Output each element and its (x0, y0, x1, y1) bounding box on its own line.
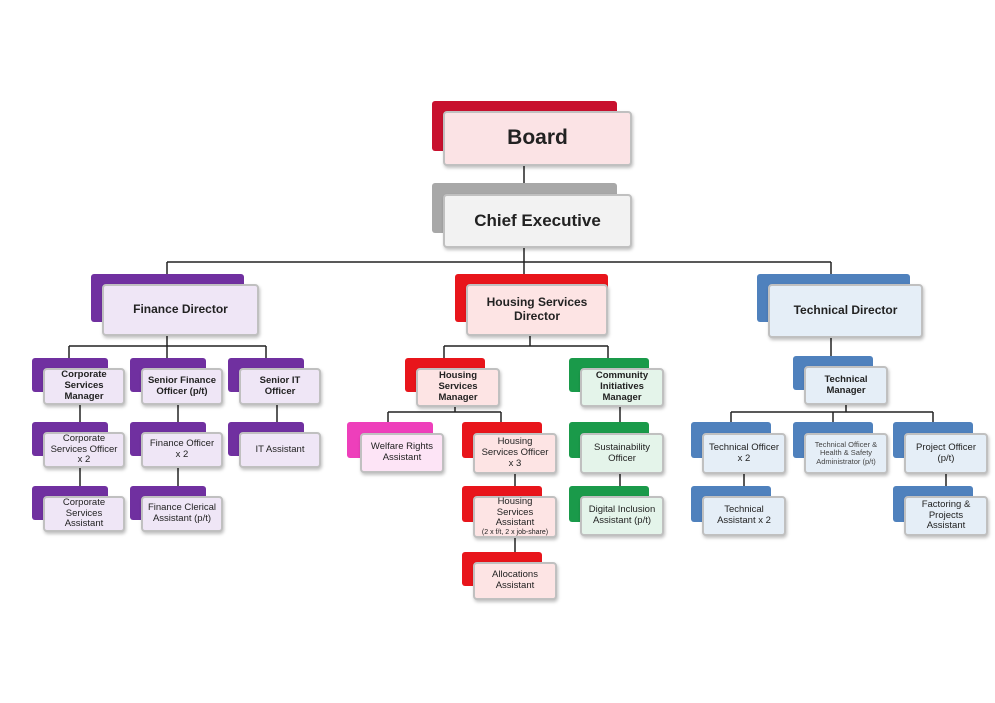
corporate-services-officer-label: Corporate Services Officer x 2 (43, 432, 125, 468)
technical-officer-label: Technical Officer x 2 (702, 433, 786, 474)
it-assistant-label: IT Assistant (239, 432, 321, 468)
technical-director-label: Technical Director (768, 284, 923, 338)
sustainability-officer-label: Sustainability Officer (580, 433, 664, 474)
finance-clerical-assistant-label: Finance Clerical Assistant (p/t) (141, 496, 223, 532)
technical-manager-label: Technical Manager (804, 366, 888, 405)
allocations-assistant-label: Allocations Assistant (473, 562, 557, 600)
housing-services-assistant-label: Housing Services Assistant (495, 495, 535, 529)
housing-services-officer-label: Housing Services Officer x 3 (473, 433, 557, 474)
senior-it-officer-label: Senior IT Officer (239, 368, 321, 405)
senior-finance-officer-label: Senior Finance Officer (p/t) (141, 368, 223, 405)
housing-services-assistant-note: (2 x f/t, 2 x job-share) (481, 529, 549, 537)
chief-executive-label: Chief Executive (443, 194, 632, 248)
technical-assistant-label: Technical Assistant x 2 (702, 496, 786, 536)
housing-services-assistant-card: Housing Services Assistant (2 x f/t, 2 x… (473, 496, 557, 538)
board-label: Board (443, 111, 632, 166)
digital-inclusion-assistant-label: Digital Inclusion Assistant (p/t) (580, 496, 664, 536)
finance-officer-label: Finance Officer x 2 (141, 432, 223, 468)
health-safety-officer-label: Technical Officer & Health & Safety Admi… (804, 433, 888, 474)
welfare-rights-assistant-label: Welfare Rights Assistant (360, 433, 444, 473)
community-initiatives-manager-label: Community Initiatives Manager (580, 368, 664, 407)
finance-director-label: Finance Director (102, 284, 259, 336)
project-officer-label: Project Officer (p/t) (904, 433, 988, 474)
housing-director-label: Housing Services Director (466, 284, 608, 336)
corporate-services-manager-label: Corporate Services Manager (43, 368, 125, 405)
factoring-projects-assistant-label: Factoring & Projects Assistant (904, 496, 988, 536)
housing-services-manager-label: Housing Services Manager (416, 368, 500, 407)
corporate-services-assistant-label: Corporate Services Assistant (43, 496, 125, 532)
